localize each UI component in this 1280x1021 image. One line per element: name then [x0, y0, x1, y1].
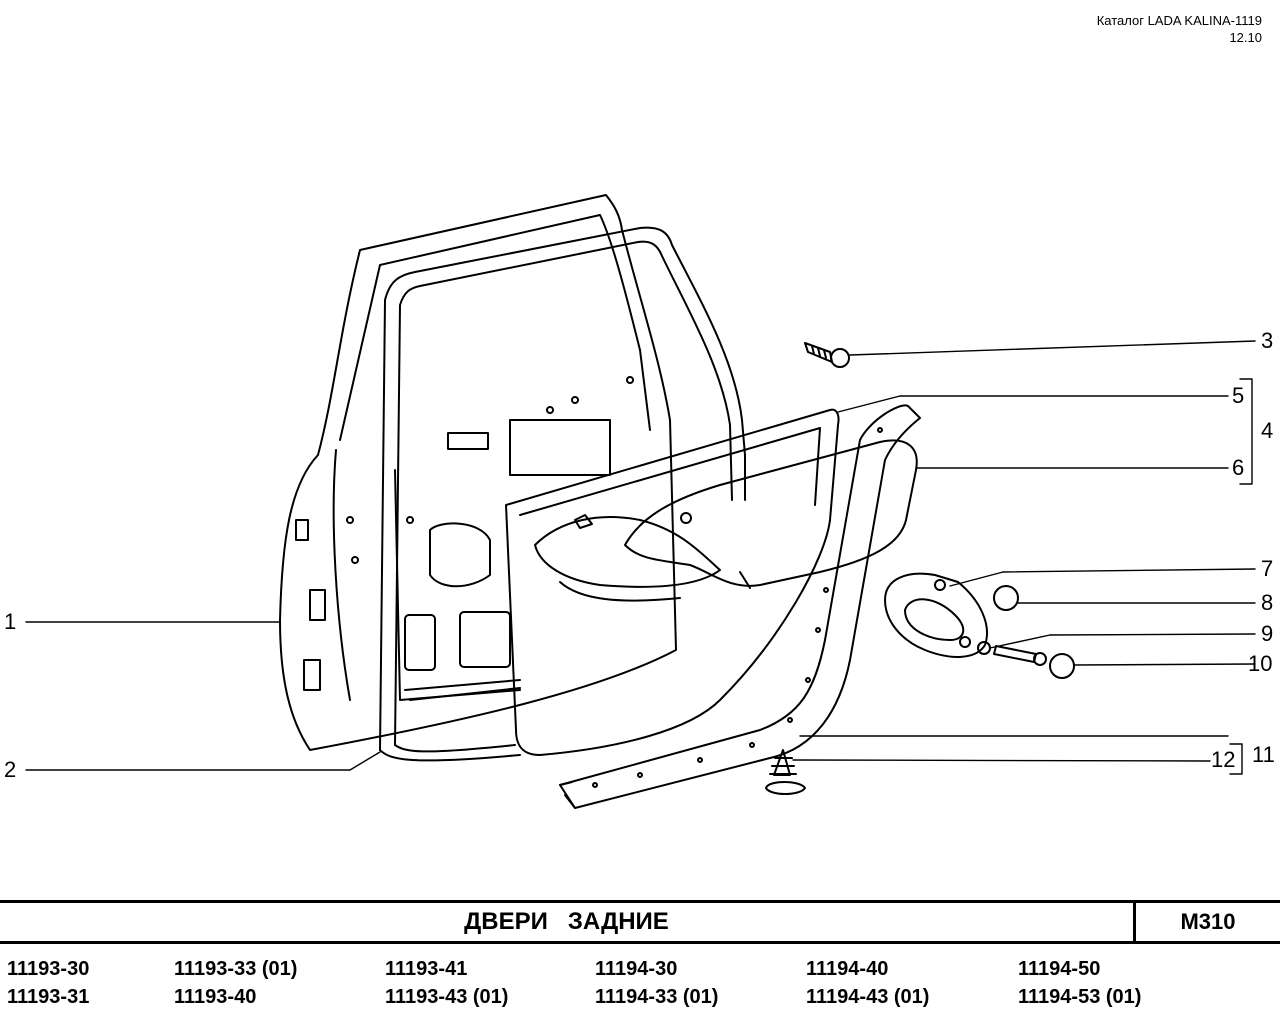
weatherstrip-clip [765, 749, 806, 795]
model-code: 11194-33 (01) [595, 986, 719, 1008]
catalog-date: 12.10 [1229, 30, 1262, 45]
model-code: 11194-30 [595, 958, 678, 980]
callout-10: 10 [1248, 651, 1273, 676]
leader-lines [25, 340, 1256, 775]
model-code: 11193-30 [7, 958, 90, 980]
handle-bezel [884, 572, 988, 658]
callout-4: 4 [1261, 418, 1274, 443]
callout-11: 11 [1252, 742, 1275, 767]
model-code: 11194-50 [1018, 958, 1101, 980]
catalog-header: Каталог LADA KALINA-1119 12.10 [1097, 12, 1262, 46]
model-code: 11193-43 (01) [385, 986, 509, 1008]
section-title-bar: ДВЕРИ ЗАДНИЕ M310 [0, 900, 1280, 944]
door-trim-panel [505, 408, 840, 756]
callout-6: 6 [1232, 455, 1245, 480]
model-list: 11193-30 11193-31 11193-33 (01) 11193-40… [0, 955, 1280, 1015]
model-code: 11193-40 [174, 986, 257, 1008]
callout-3: 3 [1261, 328, 1274, 353]
exploded-door-diagram [25, 194, 1256, 809]
model-code: 11194-43 (01) [806, 986, 930, 1008]
model-code: 11194-40 [806, 958, 889, 980]
section-code: M310 [1133, 903, 1280, 941]
callout-8: 8 [1261, 590, 1274, 615]
callout-12: 12 [1211, 747, 1236, 772]
callout-7: 7 [1261, 556, 1274, 581]
plug-upper [993, 585, 1019, 611]
model-code: 11194-53 (01) [1018, 986, 1142, 1008]
section-title: ДВЕРИ ЗАДНИЕ [464, 908, 669, 935]
callout-1: 1 [4, 609, 17, 634]
model-code: 11193-31 [7, 986, 90, 1008]
trim-clip-fastener [804, 342, 850, 368]
callout-5: 5 [1232, 383, 1245, 408]
model-code: 11193-41 [385, 958, 468, 980]
door-trim-insert [624, 439, 918, 589]
callout-2: 2 [4, 757, 17, 782]
door-shell [279, 194, 677, 751]
plug-lower [1049, 653, 1075, 679]
handle-screw [977, 641, 1047, 666]
callout-9: 9 [1261, 621, 1274, 646]
door-weatherstrip-lower [559, 404, 921, 809]
door-seal [379, 226, 746, 762]
model-code: 11193-33 (01) [174, 958, 298, 980]
catalog-name: Каталог LADA KALINA-1119 [1096, 13, 1262, 28]
